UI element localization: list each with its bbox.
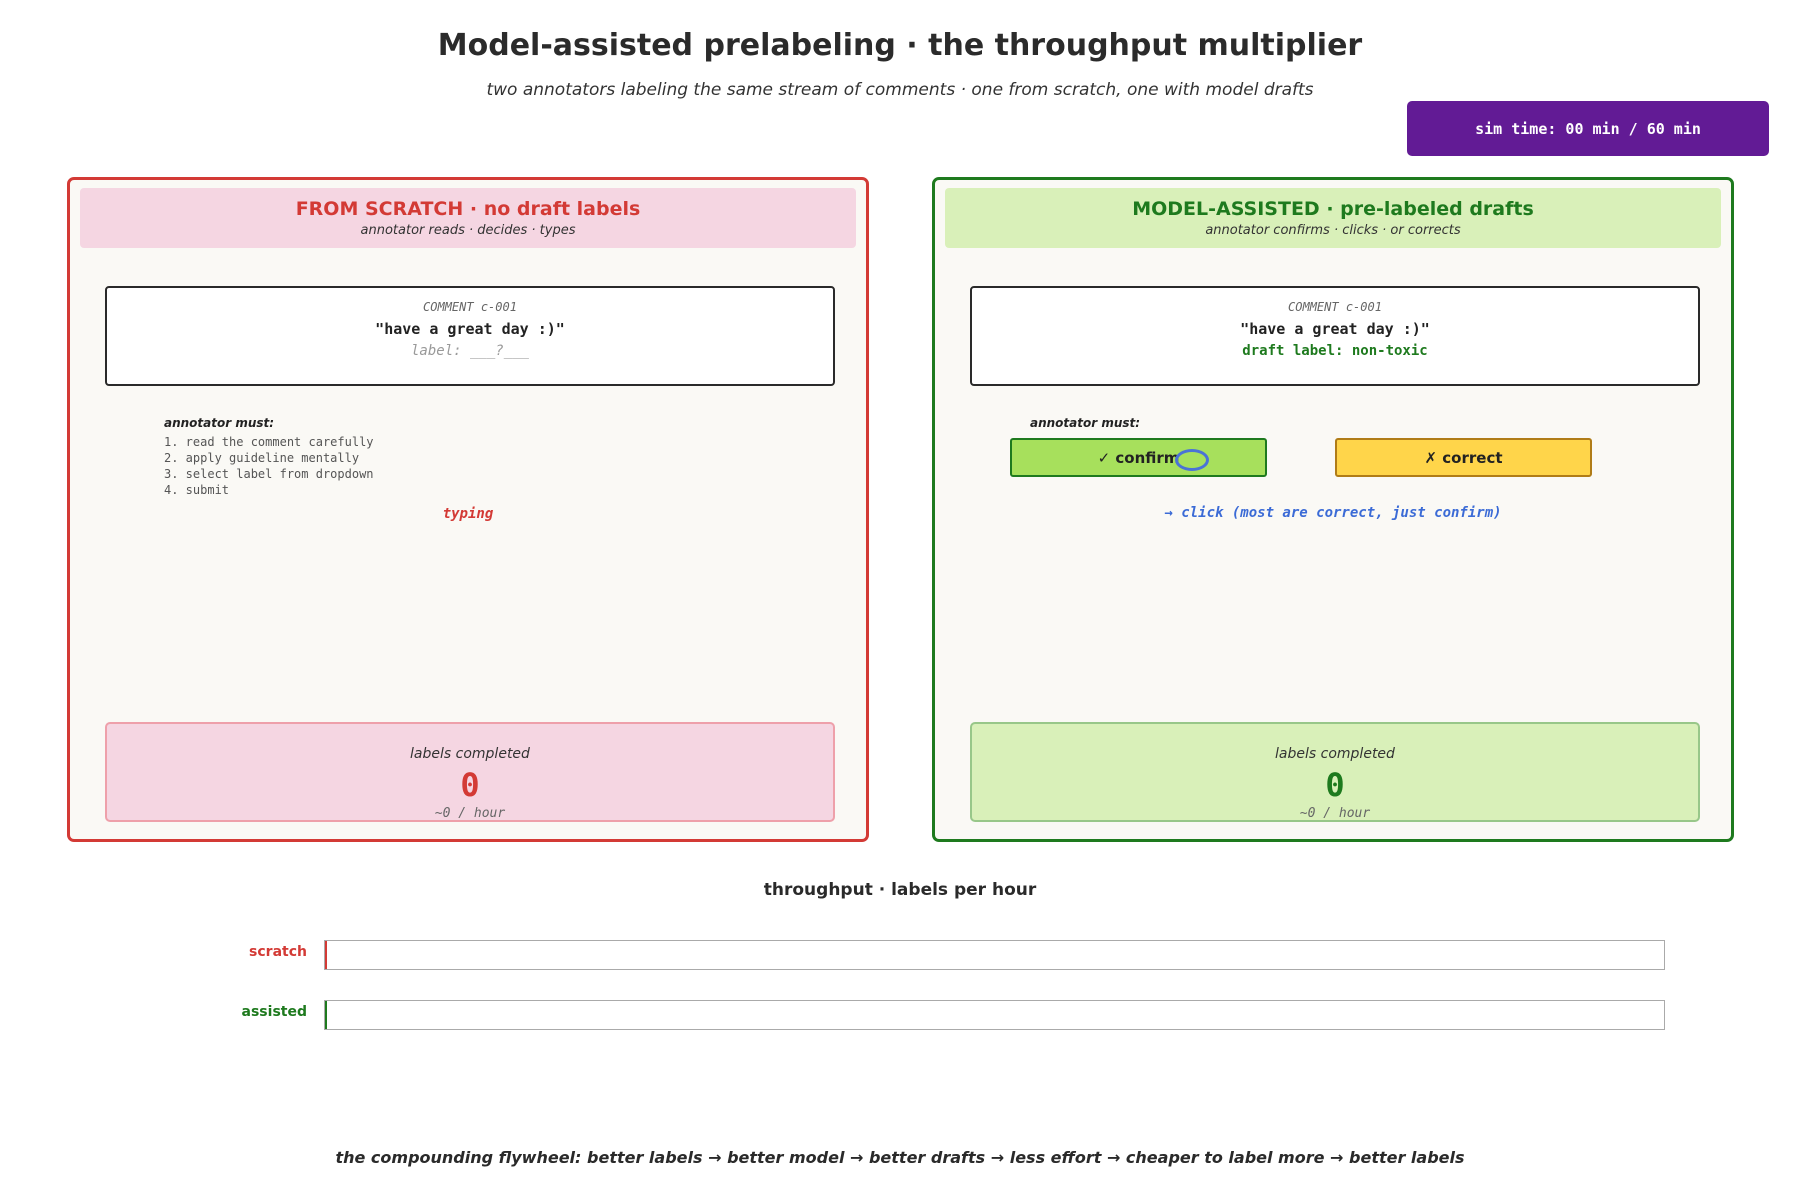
sim-time-badge: sim time: 00 min / 60 min bbox=[1407, 101, 1769, 156]
assisted-panel-title: MODEL-ASSISTED · pre-labeled drafts bbox=[1132, 198, 1534, 220]
step-item: 1. read the comment carefully bbox=[164, 435, 374, 449]
assisted-panel-subtitle: annotator confirms · clicks · or correct… bbox=[1205, 223, 1461, 238]
step-item: 2. apply guideline mentally bbox=[164, 451, 360, 465]
counter-value: 0 bbox=[460, 766, 480, 804]
step-item: 3. select label from dropdown bbox=[164, 467, 374, 481]
assisted-bar-fill bbox=[325, 1001, 327, 1029]
counter-rate: ~0 / hour bbox=[434, 806, 506, 821]
throughput-title: throughput · labels per hour bbox=[763, 880, 1037, 900]
scratch-panel-header: FROM SCRATCH · no draft labels annotator… bbox=[80, 188, 856, 248]
counter-label: labels completed bbox=[1275, 746, 1395, 762]
scratch-throughput-bar bbox=[324, 940, 1665, 970]
comment-text: "have a great day :)" bbox=[375, 320, 565, 338]
scratch-panel: FROM SCRATCH · no draft labels annotator… bbox=[67, 177, 869, 842]
empty-label-field[interactable]: label: ___?___ bbox=[410, 343, 529, 359]
annotator-steps: annotator must: 1. read the comment care… bbox=[164, 416, 374, 498]
scratch-panel-title: FROM SCRATCH · no draft labels bbox=[295, 198, 641, 220]
scratch-comment-card: COMMENT c-001 "have a great day :)" labe… bbox=[105, 286, 835, 386]
confirm-button[interactable]: ✓ confirm bbox=[1010, 438, 1267, 477]
draft-label: draft label: non-toxic bbox=[1242, 343, 1428, 359]
click-hint: → click (most are correct, just confirm) bbox=[1164, 505, 1502, 521]
counter-label: labels completed bbox=[410, 746, 530, 762]
comment-text: "have a great day :)" bbox=[1240, 320, 1430, 338]
assisted-comment-card: COMMENT c-001 "have a great day :)" draf… bbox=[970, 286, 1700, 386]
page-title: Model-assisted prelabeling · the through… bbox=[437, 28, 1363, 63]
scratch-bar-fill bbox=[325, 941, 327, 969]
scratch-bar-label: scratch bbox=[249, 944, 307, 960]
annotator-must-title: annotator must: bbox=[164, 416, 275, 430]
assisted-panel-header: MODEL-ASSISTED · pre-labeled drafts anno… bbox=[945, 188, 1721, 248]
comment-id: COMMENT c-001 bbox=[1288, 300, 1382, 314]
scratch-panel-subtitle: annotator reads · decides · types bbox=[360, 223, 576, 238]
steps-list: 1. read the comment carefully 2. apply g… bbox=[164, 434, 374, 498]
counter-value: 0 bbox=[1325, 766, 1345, 804]
flywheel-footer: the compounding flywheel: better labels … bbox=[335, 1148, 1465, 1167]
assisted-bar-label: assisted bbox=[241, 1004, 307, 1020]
assisted-throughput-bar bbox=[324, 1000, 1665, 1030]
step-item: 4. submit bbox=[164, 483, 230, 497]
assisted-counter: labels completed 0 ~0 / hour bbox=[970, 722, 1700, 822]
counter-rate: ~0 / hour bbox=[1299, 806, 1371, 821]
correct-button[interactable]: ✗ correct bbox=[1335, 438, 1592, 477]
annotator-must-title: annotator must: bbox=[1030, 416, 1141, 430]
click-cursor-icon bbox=[1175, 449, 1209, 471]
page-subtitle: two annotators labeling the same stream … bbox=[486, 80, 1314, 100]
scratch-counter: labels completed 0 ~0 / hour bbox=[105, 722, 835, 822]
typing-status: typing bbox=[442, 506, 494, 522]
assisted-panel: MODEL-ASSISTED · pre-labeled drafts anno… bbox=[932, 177, 1734, 842]
comment-id: COMMENT c-001 bbox=[423, 300, 517, 314]
